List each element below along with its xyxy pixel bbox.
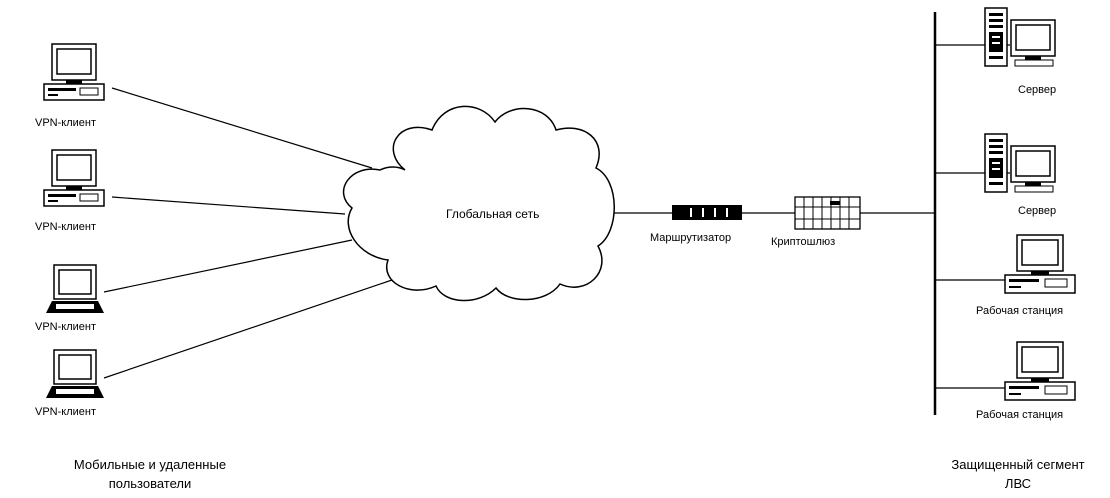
right-group-caption: Защищенный сегмент ЛВС bbox=[951, 457, 1084, 491]
laptop-icon bbox=[45, 349, 105, 399]
server-label: Сервер bbox=[1018, 84, 1056, 96]
cloud-label: Глобальная сеть bbox=[446, 207, 539, 221]
lan-workstation-2: Рабочая станция bbox=[976, 341, 1076, 421]
client-label: VPN-клиент bbox=[35, 406, 96, 418]
router-icon bbox=[672, 205, 742, 220]
link-client-1-cloud bbox=[111, 87, 373, 169]
desktop-computer-icon bbox=[43, 43, 105, 101]
right-caption-line-2: ЛВС bbox=[1005, 476, 1031, 491]
workstation-icon bbox=[1004, 341, 1076, 401]
gateway-label: Криптошлюз bbox=[771, 236, 835, 248]
workstation-label: Рабочая станция bbox=[976, 305, 1063, 317]
right-caption-line-1: Защищенный сегмент bbox=[951, 457, 1084, 472]
left-caption-line-1: Мобильные и удаленные bbox=[74, 457, 226, 472]
link-client-4-cloud bbox=[103, 279, 393, 379]
vpn-client-4: VPN-клиент bbox=[35, 349, 105, 418]
link-client-3-cloud bbox=[103, 239, 353, 293]
server-icon bbox=[984, 7, 1056, 67]
connection-lines bbox=[103, 12, 1010, 415]
desktop-computer-icon bbox=[43, 149, 105, 207]
crypto-gateway-icon bbox=[794, 196, 861, 230]
vpn-client-2: VPN-клиент bbox=[35, 149, 105, 233]
client-label: VPN-клиент bbox=[35, 221, 96, 233]
vpn-client-1: VPN-клиент bbox=[35, 43, 105, 129]
link-client-2-cloud bbox=[111, 196, 346, 215]
server-icon bbox=[984, 133, 1056, 193]
client-label: VPN-клиент bbox=[35, 117, 96, 129]
workstation-label: Рабочая станция bbox=[976, 409, 1063, 421]
vpn-client-3: VPN-клиент bbox=[35, 264, 105, 333]
lan-server-2: Сервер bbox=[984, 133, 1056, 217]
workstation-icon bbox=[1004, 234, 1076, 294]
router-label: Маршрутизатор bbox=[650, 232, 731, 244]
left-group-caption: Мобильные и удаленные пользователи bbox=[74, 457, 226, 491]
left-caption-line-2: пользователи bbox=[109, 476, 192, 491]
laptop-icon bbox=[45, 264, 105, 314]
client-label: VPN-клиент bbox=[35, 321, 96, 333]
server-label: Сервер bbox=[1018, 205, 1056, 217]
cloud-icon bbox=[342, 105, 615, 302]
lan-workstation-1: Рабочая станция bbox=[976, 234, 1076, 317]
lan-server-1: Сервер bbox=[984, 7, 1056, 96]
